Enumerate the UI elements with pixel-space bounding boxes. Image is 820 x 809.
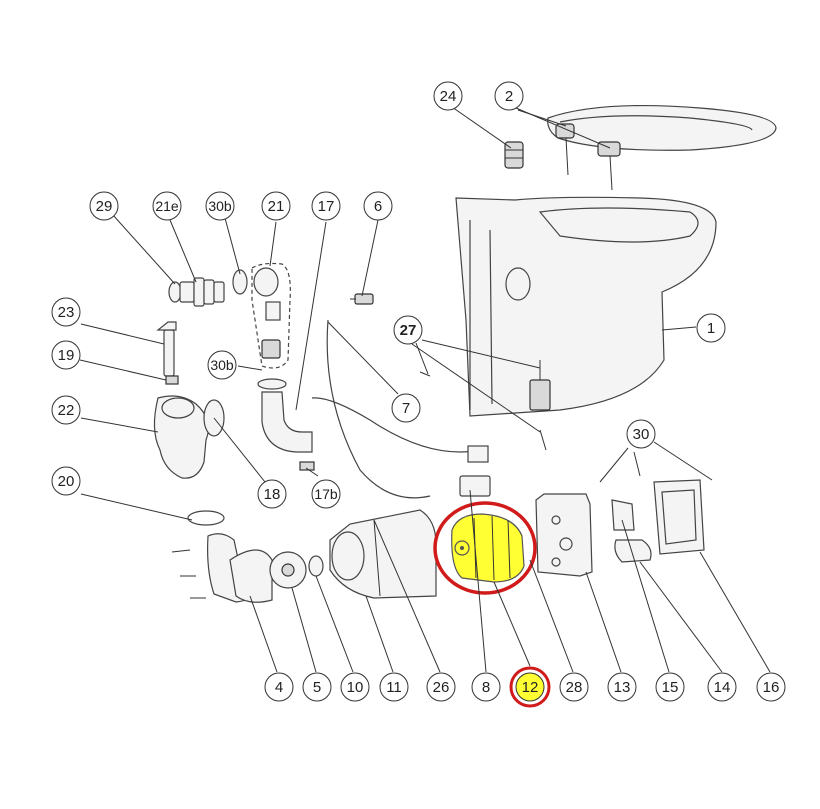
callout-20: 20: [51, 466, 81, 496]
callout-6: 6: [363, 191, 393, 221]
callout-2: 2: [494, 81, 524, 111]
svg-text:29: 29: [96, 198, 113, 215]
callout-7: 7: [391, 393, 421, 423]
callout-15: 15: [655, 672, 685, 702]
svg-text:30: 30: [633, 426, 650, 443]
part-20-ring: [187, 510, 225, 526]
svg-text:13: 13: [614, 679, 631, 696]
svg-text:17: 17: [318, 198, 335, 215]
callout-16: 16: [756, 672, 786, 702]
part-screws-pump: [171, 549, 206, 599]
part-5-impeller: [269, 551, 307, 589]
part-7-hose: [299, 319, 491, 499]
callout-30: 30: [626, 419, 656, 449]
callout-30b-mid: 30b: [207, 350, 237, 380]
callout-27: 27: [393, 315, 423, 345]
svg-text:7: 7: [402, 400, 410, 417]
part-15-bracket: [611, 499, 635, 531]
part-16-cover: [653, 479, 705, 555]
callout-8: 8: [471, 672, 501, 702]
callout-13: 13: [607, 672, 637, 702]
part-12-motor-highlighted: [451, 513, 525, 583]
svg-text:19: 19: [58, 347, 75, 364]
callout-1: 1: [696, 313, 726, 343]
svg-text:6: 6: [374, 198, 382, 215]
callout-10: 10: [340, 672, 370, 702]
callout-22: 22: [51, 395, 81, 425]
callout-12-highlighted: 12: [509, 666, 551, 708]
svg-text:11: 11: [386, 679, 402, 696]
callout-29: 29: [89, 191, 119, 221]
svg-text:10: 10: [347, 679, 364, 696]
svg-text:26: 26: [433, 679, 450, 696]
callout-17: 17: [311, 191, 341, 221]
callout-18: 18: [257, 479, 287, 509]
part-13-box: [535, 493, 593, 577]
svg-text:17b: 17b: [314, 486, 338, 502]
callout-24: 24: [433, 81, 463, 111]
part-29-21e-30b-fittings: [168, 269, 248, 307]
svg-text:21e: 21e: [155, 198, 179, 214]
svg-text:14: 14: [714, 679, 731, 696]
callout-23: 23: [51, 297, 81, 327]
part-6-valve: [350, 293, 374, 305]
svg-text:24: 24: [440, 88, 457, 105]
part-4-housing: [207, 533, 273, 603]
callout-21: 21: [261, 191, 291, 221]
part-22-inlet: [153, 395, 225, 479]
callout-14: 14: [707, 672, 737, 702]
part-21-elbow: [251, 262, 291, 369]
svg-text:22: 22: [58, 402, 75, 419]
callout-21e: 21e: [152, 191, 182, 221]
svg-text:15: 15: [662, 679, 679, 696]
part-27-screws: [419, 360, 547, 451]
callout-28: 28: [559, 672, 589, 702]
callout-4: 4: [264, 672, 294, 702]
part-12-highlight-ring: [433, 501, 537, 595]
svg-text:16: 16: [763, 679, 780, 696]
part-11-motor-housing: [329, 509, 437, 599]
svg-text:28: 28: [566, 679, 583, 696]
part-23-vent: [156, 321, 179, 385]
svg-text:12: 12: [522, 679, 539, 696]
callout-17b: 17b: [311, 479, 341, 509]
leader-lines: [79, 106, 771, 673]
svg-text:4: 4: [275, 679, 283, 696]
callout-5: 5: [302, 672, 332, 702]
svg-text:30b: 30b: [210, 357, 234, 373]
svg-text:8: 8: [482, 679, 490, 696]
svg-text:30b: 30b: [208, 198, 232, 214]
svg-text:20: 20: [58, 473, 75, 490]
part-2-seat: [547, 104, 777, 191]
svg-text:18: 18: [264, 486, 281, 503]
callout-30b-top: 30b: [205, 191, 235, 221]
svg-text:2: 2: [505, 88, 513, 105]
part-24-cap: [504, 141, 524, 169]
svg-text:21: 21: [268, 198, 285, 215]
svg-text:1: 1: [707, 320, 715, 337]
part-17-pipe: [257, 378, 313, 453]
part-10-seal: [308, 555, 324, 577]
svg-text:5: 5: [313, 679, 321, 696]
svg-text:23: 23: [58, 304, 75, 321]
callout-11: 11: [379, 672, 409, 702]
part-1-bowl: [455, 196, 717, 417]
callout-19: 19: [51, 340, 81, 370]
part-14-capacitor: [614, 539, 652, 563]
svg-text:27: 27: [400, 322, 417, 339]
callout-26: 26: [426, 672, 456, 702]
